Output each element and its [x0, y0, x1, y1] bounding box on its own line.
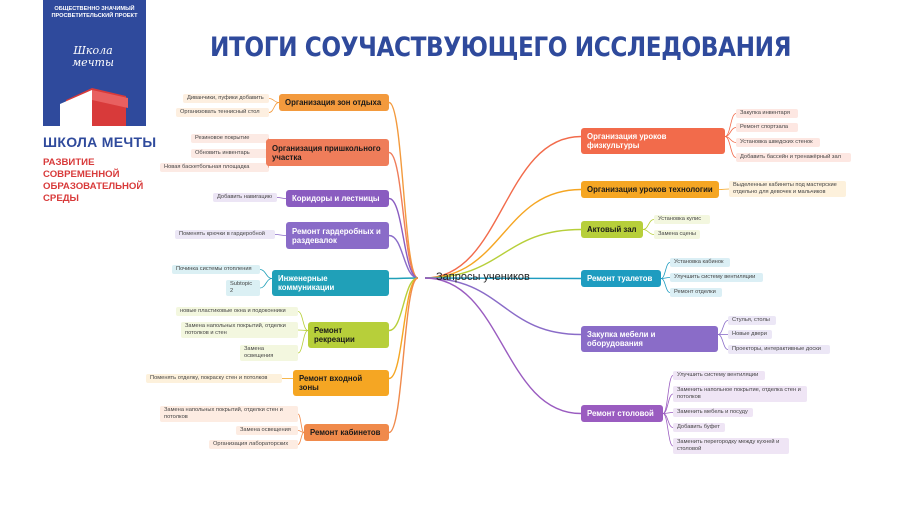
link-leaf-left-3-1	[276, 197, 287, 199]
link-center-right-3	[424, 228, 582, 279]
branch-node-left-5[interactable]: Инженерные коммуникации	[272, 270, 389, 296]
link-leaf-right-6-2	[662, 393, 674, 414]
link-leaf-left-1-2	[268, 102, 280, 113]
leaf-right-1-3[interactable]: Установка шведских стенок	[736, 138, 820, 147]
link-center-left-4	[388, 234, 419, 279]
link-leaf-right-5-3	[717, 334, 729, 350]
leaf-right-6-3[interactable]: Заменить мебель и посуду	[673, 408, 753, 417]
leaf-right-6-2[interactable]: Заменить напольное покрытие, отделка сте…	[673, 386, 807, 402]
branch-node-left-2[interactable]: Организация пришкольного участка	[266, 139, 389, 166]
leaf-right-6-4[interactable]: Добавить буфет	[673, 423, 725, 432]
house-icon	[60, 88, 128, 126]
brand-name: ШКОЛА МЕЧТЫ	[43, 134, 157, 150]
leaf-right-1-1[interactable]: Закупка инвентаря	[736, 109, 798, 118]
leaf-left-2-1[interactable]: Резиновое покрытие	[191, 134, 269, 143]
brand-logo-line2: мечты	[72, 56, 114, 69]
link-center-left-3	[388, 197, 419, 279]
branch-node-right-6[interactable]: Ремонт столовой	[581, 405, 663, 422]
brand-subtitle: РАЗВИТИЕ СОВРЕМЕННОЙ ОБРАЗОВАТЕЛЬНОЙ СРЕ…	[43, 157, 144, 204]
leaf-left-5-1[interactable]: Починка системы отопления	[172, 265, 260, 274]
leaf-left-6-1[interactable]: новые пластиковые окна и подоконники	[176, 307, 298, 316]
leaf-right-5-2[interactable]: Новые двери	[728, 330, 772, 339]
link-leaf-left-8-1	[297, 413, 305, 433]
branch-node-right-5[interactable]: Закупка мебели и оборудования	[581, 326, 718, 352]
leaf-right-1-2[interactable]: Ремонт спортзала	[736, 123, 798, 132]
link-center-left-5	[388, 277, 419, 280]
link-leaf-right-4-1	[660, 262, 671, 279]
link-center-right-6	[424, 277, 582, 415]
link-leaf-left-5-2	[259, 278, 273, 289]
brand-logo-line1: Школа	[73, 44, 113, 57]
link-leaf-right-3-2	[642, 229, 655, 235]
leaf-left-1-1[interactable]: Диванчики, пуфики добавить	[183, 94, 269, 103]
link-leaf-right-6-5	[662, 413, 674, 447]
link-center-right-4	[424, 277, 582, 280]
brand-banner: ОБЩЕСТВЕННО ЗНАЧИМЫЙ ПРОСВЕТИТЕЛЬСКИЙ ПР…	[43, 0, 146, 126]
branch-node-right-2[interactable]: Организация уроков технологии	[581, 181, 719, 198]
branch-node-left-1[interactable]: Организация зон отдыха	[279, 94, 389, 111]
leaf-left-8-3[interactable]: Организация лабораторских	[209, 440, 298, 449]
leaf-right-5-1[interactable]: Стулья, столы	[728, 316, 776, 325]
link-leaf-right-5-1	[717, 320, 729, 335]
branch-node-left-4[interactable]: Ремонт гардеробных и раздевалок	[286, 222, 389, 249]
link-leaf-right-2-1	[718, 188, 730, 190]
branch-node-left-7[interactable]: Ремонт входной зоны	[293, 370, 389, 396]
leaf-right-3-2[interactable]: Замена сцены	[654, 230, 700, 239]
link-leaf-right-6-1	[662, 375, 674, 414]
leaf-left-2-3[interactable]: Новая баскетбольная площадка	[160, 163, 269, 172]
leaf-left-1-2[interactable]: Организовать теннисный стол	[176, 108, 269, 117]
leaf-left-3-1[interactable]: Добавить навигацию	[213, 193, 277, 202]
branch-node-right-3[interactable]: Актовый зал	[581, 221, 643, 238]
leaf-right-5-3[interactable]: Проекторы, интерактивные доски	[728, 345, 830, 354]
leaf-left-7-1[interactable]: Поменять отделку, покраску стен и потолк…	[146, 374, 282, 383]
link-leaf-left-8-3	[297, 432, 305, 445]
mindmap-center-topic[interactable]: Запросы учеников	[436, 271, 530, 283]
leaf-left-6-3[interactable]: Замена освещения	[240, 345, 298, 361]
leaf-left-4-1[interactable]: Поменять крючки в гардеробной	[175, 230, 275, 239]
branch-node-right-4[interactable]: Ремонт туалетов	[581, 270, 661, 287]
link-leaf-left-4-1	[274, 234, 287, 236]
leaf-left-2-2[interactable]: Обновить инвентарь	[191, 149, 269, 158]
link-center-left-8	[388, 277, 419, 434]
link-leaf-right-1-4	[724, 136, 737, 158]
brand-top-text: ОБЩЕСТВЕННО ЗНАЧИМЫЙ ПРОСВЕТИТЕЛЬСКИЙ ПР…	[51, 6, 138, 19]
link-leaf-left-1-1	[268, 98, 280, 103]
link-center-left-2	[388, 151, 419, 279]
leaf-right-1-4[interactable]: Добавить бассейн и тренажёрный зал	[736, 153, 851, 162]
link-leaf-left-6-1	[297, 311, 309, 331]
link-center-right-5	[424, 277, 582, 336]
link-center-left-6	[388, 277, 419, 332]
leaf-right-4-1[interactable]: Установка кабинок	[670, 258, 730, 267]
leaf-right-4-3[interactable]: Ремонт отделки	[670, 288, 722, 297]
leaf-left-5-2[interactable]: Subtopic 2	[226, 280, 260, 296]
leaf-right-3-1[interactable]: Установка кулис	[654, 215, 710, 224]
leaf-left-8-2[interactable]: Замена освещения	[236, 426, 298, 435]
link-center-right-2	[424, 188, 582, 279]
link-leaf-left-6-3	[297, 330, 309, 354]
link-leaf-left-5-1	[259, 269, 273, 279]
link-leaf-right-3-1	[642, 219, 655, 230]
link-center-right-1	[424, 135, 582, 279]
link-center-left-1	[388, 101, 419, 279]
branch-node-left-6[interactable]: Ремонт рекреации	[308, 322, 389, 348]
link-leaf-right-1-1	[724, 113, 737, 137]
leaf-right-2-1[interactable]: Выделенные кабинеты под мастерские отдел…	[729, 181, 846, 197]
leaf-left-8-1[interactable]: Замена напольных покрытий, отделки стен …	[160, 406, 298, 422]
brand-logo: Школа мечты	[63, 45, 123, 69]
branch-node-left-8[interactable]: Ремонт кабинетов	[304, 424, 389, 441]
leaf-right-6-1[interactable]: Улучшить систему вентиляции	[673, 371, 765, 380]
branch-node-left-3[interactable]: Коридоры и лестницы	[286, 190, 389, 207]
leaf-right-6-5[interactable]: Заменить перегородку между кухней и стол…	[673, 438, 789, 454]
leaf-left-6-2[interactable]: Замена напольных покрытий, отделки потол…	[181, 322, 298, 338]
branch-node-right-1[interactable]: Организация уроков физкультуры	[581, 128, 725, 154]
link-leaf-right-4-3	[660, 278, 671, 293]
leaf-right-4-2[interactable]: Улучшить систему вентиляции	[670, 273, 763, 282]
link-leaf-left-6-2	[297, 329, 309, 331]
